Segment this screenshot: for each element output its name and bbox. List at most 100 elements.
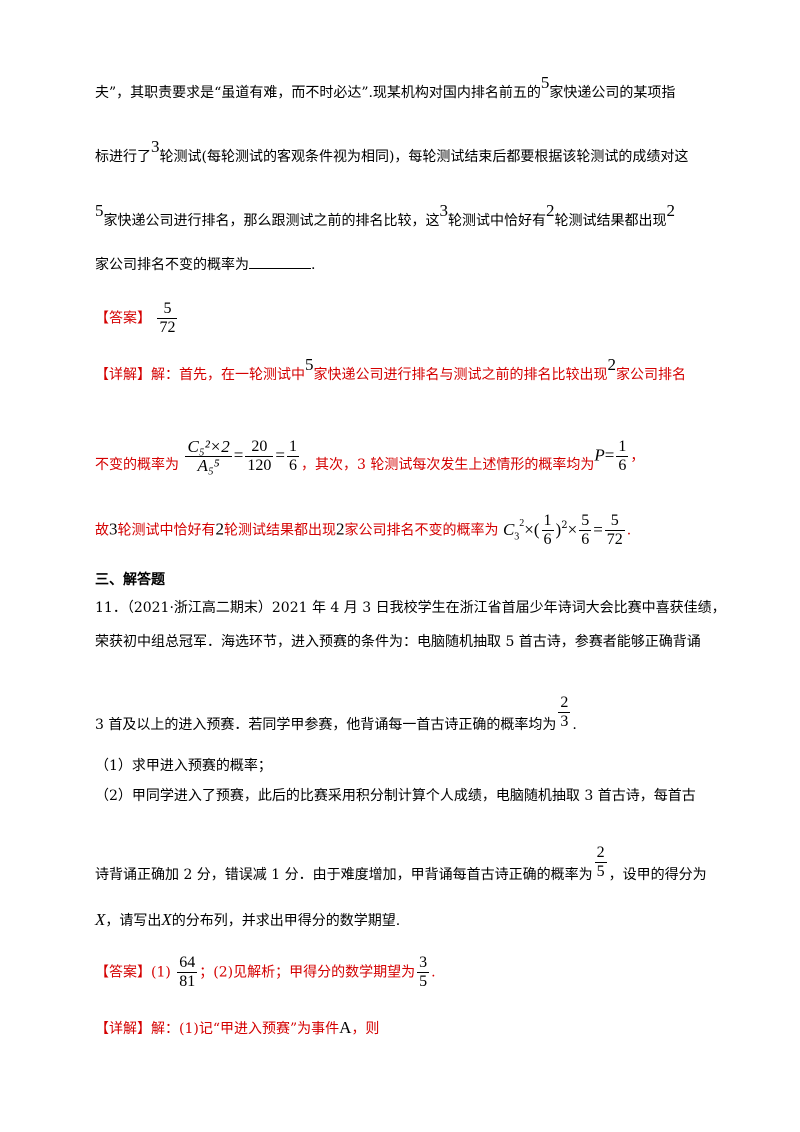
- number: 2: [215, 519, 225, 539]
- answer-label: 【答案】: [95, 310, 151, 327]
- text: 家公司排名不变的概率为: [95, 257, 249, 273]
- number: 2: [546, 201, 555, 220]
- text: 故: [95, 522, 109, 539]
- detail-1-line-1: 【详解】解：首先，在一轮测试中5家快递公司进行排名与测试之前的排名比较出现2家公…: [95, 355, 686, 385]
- text: 家快递公司进行排名与测试之前的排名比较出现: [313, 367, 608, 383]
- numerator: C₅²×2: [185, 437, 232, 457]
- answer-blank: [249, 254, 311, 269]
- text: 3 首及以上的进入预赛．若同学甲参赛，他背诵每一首古诗正确的概率均为: [95, 716, 557, 733]
- text: ×(: [524, 519, 540, 539]
- number: 3: [109, 519, 118, 539]
- numerator: 5: [604, 512, 625, 531]
- equals: =: [604, 445, 615, 465]
- denominator: 6: [288, 457, 297, 474]
- denominator: 5: [596, 863, 605, 880]
- denominator: 120: [247, 457, 272, 474]
- text: 解：首先，在一轮测试中: [151, 367, 305, 383]
- text: 轮测试中恰好有: [117, 522, 216, 539]
- denominator: 5: [419, 973, 428, 990]
- denominator: 6: [618, 457, 627, 474]
- text: (1): [151, 964, 171, 981]
- number: 5: [305, 355, 314, 374]
- section-heading: 三、解答题: [95, 572, 165, 588]
- problem-line-2: 标进行了3轮测试(每轮测试的客观条件视为相同)，每轮测试结束后都要根据该轮测试的…: [95, 137, 689, 167]
- denominator: 72: [159, 319, 176, 336]
- text: ，设甲的得分为: [608, 866, 707, 883]
- text: ×: [567, 519, 578, 539]
- denominator: 72: [606, 531, 623, 548]
- number: 3: [151, 137, 160, 156]
- variable-p: P: [594, 445, 605, 465]
- text: .: [431, 964, 436, 981]
- numerator: 2: [558, 694, 571, 713]
- equals: =: [593, 519, 603, 539]
- text: 轮测试(每轮测试的客观条件视为相同)，每轮测试结束后都要根据该轮测试的成绩对这: [159, 149, 689, 165]
- q11-sub-2: （2）甲同学进入了预赛，此后的比赛采用积分制计算个人成绩，电脑随机抽取 3 首古…: [95, 788, 696, 804]
- number: 2: [336, 519, 345, 539]
- text: 家快递公司的某项指: [549, 85, 676, 101]
- variable-x: X: [161, 910, 172, 929]
- numerator: 1: [616, 438, 629, 457]
- event-a: A: [339, 1018, 352, 1037]
- answer-label: 【答案】: [95, 964, 151, 981]
- text: 夫”，其职责要求是“虽道有难，而不时必达”.现某机构对国内排名前五的: [95, 85, 541, 101]
- text: 轮测试结果都出现: [554, 213, 667, 229]
- text: ，则: [351, 1021, 380, 1037]
- numerator: 3: [417, 954, 430, 973]
- text: .: [626, 522, 632, 539]
- text: 诗背诵正确加 2 分，错误减 1 分．由于难度增加，甲背诵每首古诗正确的概率为: [95, 866, 593, 883]
- denominator: 81: [179, 973, 196, 990]
- number: 2: [666, 201, 676, 220]
- numerator: 5: [579, 512, 592, 531]
- text: 家快递公司进行排名，那么跟测试之前的排名比较，这: [103, 213, 440, 229]
- problem-line-4: 家公司排名不变的概率为.: [95, 254, 315, 275]
- text: 的分布列，并求出甲得分的数学期望.: [171, 913, 401, 929]
- denominator: 6: [543, 531, 552, 548]
- number: 5: [540, 73, 550, 92]
- numerator: 1: [286, 438, 299, 457]
- q11-sub-1: （1）求甲进入预赛的概率；: [95, 758, 272, 774]
- detail-2-line-1: 【详解】解：(1)记“甲进入预赛”为事件A，则: [95, 1018, 379, 1039]
- detail-label: 【详解】: [95, 1021, 151, 1037]
- problem-line-3: 5家快递公司进行排名，那么跟测试之前的排名比较，这3轮测试中恰好有2轮测试结果都…: [95, 201, 675, 231]
- q11-line-2: 荣获初中组总冠军．海选环节，进入预赛的条件为：电脑随机抽取 5 首古诗，参赛者能…: [95, 634, 701, 650]
- text: .: [311, 257, 316, 273]
- text: .: [572, 716, 577, 733]
- numerator: 20: [245, 438, 274, 457]
- text: 家公司排名不变的概率为: [344, 522, 499, 539]
- numerator: 1: [541, 512, 554, 531]
- q11-line-7: X，请写出X的分布列，并求出甲得分的数学期望.: [95, 910, 400, 931]
- detail-label: 【详解】: [95, 367, 151, 383]
- text: ，其次，3 轮测试每次发生上述情形的概率均为: [300, 456, 595, 473]
- equals: =: [233, 445, 244, 465]
- denominator: 3: [560, 713, 569, 730]
- denominator: A₅⁵: [197, 456, 220, 475]
- text: 不变的概率为: [95, 456, 179, 473]
- text: 轮测试中恰好有: [448, 213, 546, 229]
- numerator: 64: [177, 954, 198, 973]
- q11-line-1: 11．（2021·浙江高二期末）2021 年 4 月 3 日我校学生在浙江省首届…: [95, 600, 726, 616]
- number: 2: [607, 355, 617, 374]
- equals: =: [275, 445, 285, 465]
- problem-line-1: 夫”，其职责要求是“虽道有难，而不时必达”.现某机构对国内排名前五的5家快递公司…: [95, 73, 676, 103]
- number: 3: [439, 201, 449, 220]
- numerator: 5: [157, 300, 178, 319]
